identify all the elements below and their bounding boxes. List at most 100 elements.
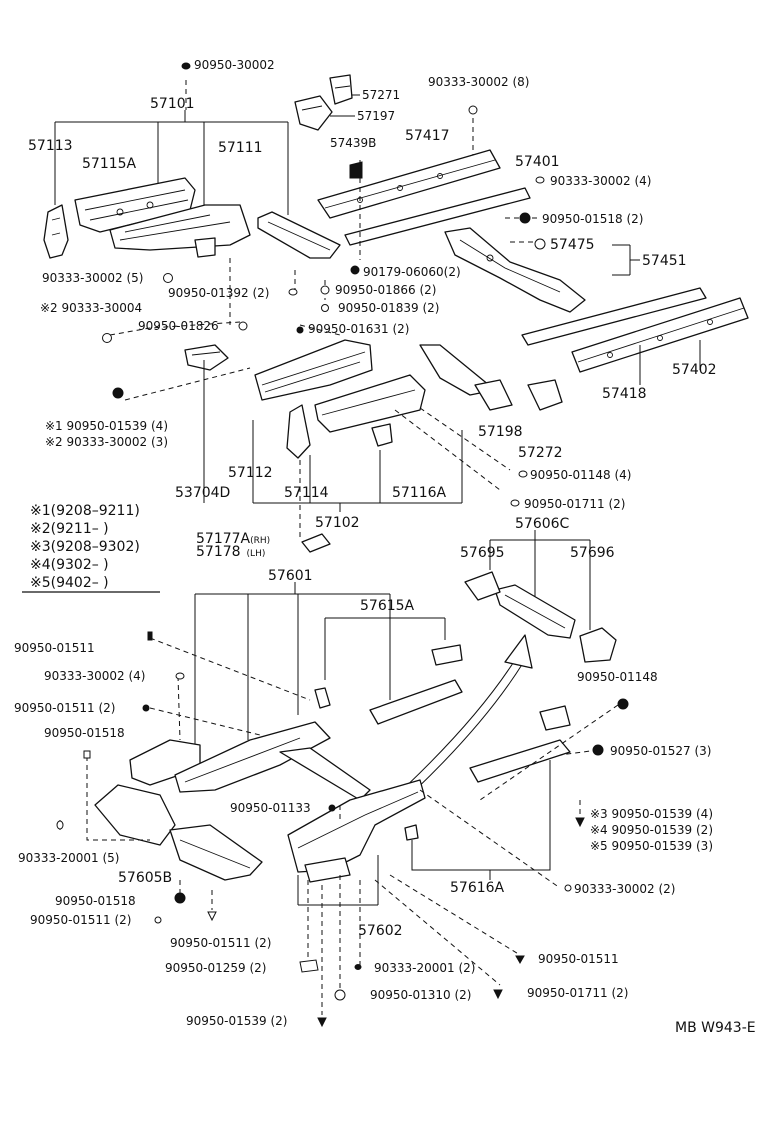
label-57602: 57602 — [358, 923, 403, 939]
part-57116A — [314, 374, 426, 447]
label-57198: 57198 — [478, 424, 523, 440]
legend-row-5: ※5(9402– ) — [30, 575, 109, 591]
label-90950-30002: 90950-30002 — [194, 58, 275, 72]
label-57606C: 57606C — [515, 516, 570, 532]
label-90950-01539-4: ※1 90950-01539 (4) — [45, 419, 168, 433]
label-90950-01518-2: 90950-01518 (2) — [542, 212, 644, 226]
fasteners-upper — [102, 62, 546, 507]
legend-row-3: ※3(9208–9302) — [30, 539, 140, 555]
part-57402 — [571, 297, 749, 373]
part-57271 — [329, 74, 353, 105]
label-90950-01511-2a: 90950-01511 (2) — [14, 701, 116, 715]
part-57417 — [344, 187, 531, 246]
part-57177A — [301, 533, 331, 553]
part-57111 — [109, 204, 251, 258]
label-57418: 57418 — [602, 386, 647, 402]
label-90950-01539-s4: ※4 90950-01539 (2) — [590, 823, 713, 837]
legend-row-2: ※2(9211– ) — [30, 521, 109, 537]
label-57601: 57601 — [268, 568, 313, 584]
label-90333-20001-2: 90333-20001 (2) — [374, 961, 476, 975]
label-57696: 57696 — [570, 545, 615, 561]
label-90950-01839: 90950-01839 (2) — [338, 301, 440, 315]
label-57177A: 57177A(RH) — [196, 531, 270, 547]
label-57102: 57102 — [315, 515, 360, 531]
leader-57602 — [297, 855, 379, 906]
label-90950-01539-s3: ※3 90950-01539 (4) — [590, 807, 713, 821]
label-57115A: 57115A — [82, 156, 137, 172]
leader-57616A — [411, 760, 551, 880]
part-57112 — [254, 339, 373, 401]
label-90950-01148: 90950-01148 — [577, 670, 658, 684]
part-53704D — [184, 344, 229, 371]
label-57417: 57417 — [405, 128, 450, 144]
leader-57102 — [203, 360, 463, 512]
label-90333-30002-8: 90333-30002 (8) — [428, 75, 530, 89]
label-57111: 57111 — [218, 140, 263, 156]
part-57198 — [419, 344, 513, 411]
label-57114: 57114 — [284, 485, 329, 501]
leader-57451 — [612, 244, 640, 276]
part-57418 — [521, 287, 707, 346]
label-90950-01310: 90950-01310 (2) — [370, 988, 472, 1002]
label-90333-30002-4b: 90333-30002 (4) — [44, 669, 146, 683]
part-57695 — [464, 571, 501, 601]
label-90950-01148-4: 90950-01148 (4) — [530, 468, 632, 482]
label-57402: 57402 — [672, 362, 717, 378]
label-57272: 57272 — [518, 445, 563, 461]
label-90950-01711-2b: 90950-01711 (2) — [527, 986, 629, 1000]
label-90333-20001-5: 90333-20001 (5) — [18, 851, 120, 865]
part-57113 — [43, 204, 69, 259]
label-90950-01392: 90950-01392 (2) — [168, 286, 270, 300]
label-57615A: 57615A — [360, 598, 415, 614]
part-57401 — [317, 149, 501, 219]
label-90333-30004: ※2 90333-30004 — [40, 301, 142, 315]
label-90950-01259: 90950-01259 (2) — [165, 961, 267, 975]
label-90333-30002-2: 90333-30002 (2) — [574, 882, 676, 896]
label-57451: 57451 — [642, 253, 687, 269]
part-57114 — [286, 404, 311, 459]
label-57475: 57475 — [550, 237, 595, 253]
label-90333-30002-5: 90333-30002 (5) — [42, 271, 144, 285]
label-90950-01539-s5: ※5 90950-01539 (3) — [590, 839, 713, 853]
label-57616A: 57616A — [450, 880, 505, 896]
label-90950-01826: 90950-01826 — [138, 319, 219, 333]
fasteners-lower — [56, 631, 629, 1028]
label-90333-30002-4: 90333-30002 (4) — [550, 174, 652, 188]
label-90950-01511-2c: 90950-01511 (2) — [170, 936, 272, 950]
part-57272 — [527, 379, 563, 411]
label-57112: 57112 — [228, 465, 273, 481]
legend-row-4: ※4(9302– ) — [30, 557, 109, 573]
label-57439B: 57439B — [330, 136, 376, 150]
part-57602 — [287, 779, 426, 883]
label-57271: 57271 — [362, 88, 400, 102]
part-57696 — [579, 627, 617, 663]
label-57116A: 57116A — [392, 485, 447, 501]
label-90950-01511a: 90950-01511 — [14, 641, 95, 655]
label-57113: 57113 — [28, 138, 73, 154]
label-57401: 57401 — [515, 154, 560, 170]
label-90950-01133: 90950-01133 — [230, 801, 311, 815]
leader-57101 — [54, 110, 289, 215]
label-90333-30002-3: ※2 90333-30002 (3) — [45, 435, 168, 449]
label-90950-01866: 90950-01866 (2) — [335, 283, 437, 297]
part-57615A — [314, 644, 463, 725]
part-57601 — [129, 721, 371, 801]
part-57197 — [294, 95, 333, 131]
label-57178: 57178(LH) — [196, 544, 265, 560]
label-90950-01518: 90950-01518 — [44, 726, 125, 740]
dash-lines-upper — [109, 80, 540, 491]
label-90950-01631: 90950-01631 (2) — [308, 322, 410, 336]
leader-57601 — [194, 582, 391, 745]
label-53704D: 53704D — [175, 485, 230, 501]
part-57605B — [94, 784, 263, 881]
diagram-code: MB W943-E — [675, 1020, 756, 1036]
part-57451 — [444, 227, 586, 313]
label-90950-01511-2b: 90950-01511 (2) — [30, 913, 132, 927]
legend: ※1(9208–9211) ※2(9211– ) ※3(9208–9302) ※… — [22, 503, 160, 593]
label-57605B: 57605B — [118, 870, 172, 886]
leader-57606C — [489, 530, 591, 630]
leader-57615A — [324, 612, 446, 680]
label-90950-01511b: 90950-01511 — [538, 952, 619, 966]
label-90950-01711-2a: 90950-01711 (2) — [524, 497, 626, 511]
